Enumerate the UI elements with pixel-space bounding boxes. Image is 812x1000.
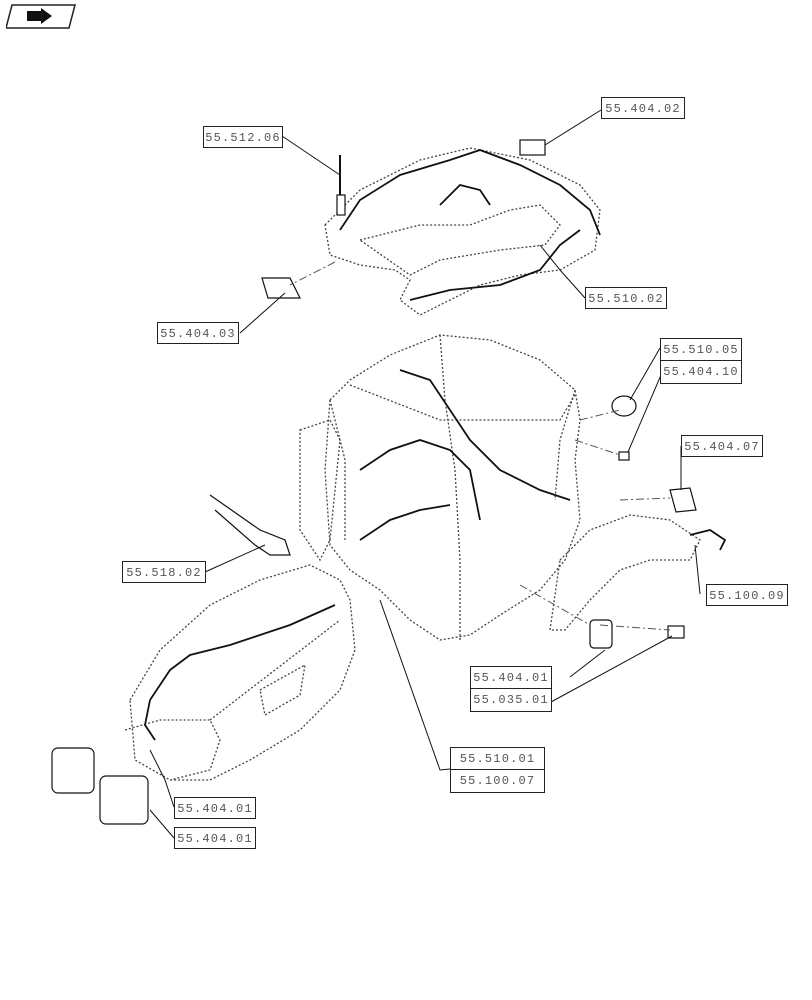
handle-cable xyxy=(209,494,291,556)
connector-10 xyxy=(618,451,630,461)
leader-lines xyxy=(149,109,701,839)
nav-next-button[interactable] xyxy=(6,4,76,29)
ref-label-55-404-01[interactable]: 55.404.01 xyxy=(471,667,551,689)
ref-label-55-404-10[interactable]: 55.404.10 xyxy=(661,361,741,383)
arrow-right-icon xyxy=(27,8,52,24)
ref-stack-horn: 55.510.05 55.404.10 xyxy=(660,338,742,384)
work-light-side xyxy=(669,487,697,513)
ref-label-55-510-01[interactable]: 55.510.01 xyxy=(451,748,544,770)
ref-label-55-404-02[interactable]: 55.404.02 xyxy=(601,97,685,119)
ref-label-55-100-07[interactable]: 55.100.07 xyxy=(451,770,544,792)
ref-label-55-404-07[interactable]: 55.404.07 xyxy=(681,435,763,457)
projection-lines xyxy=(289,261,671,631)
headlight-left xyxy=(51,747,95,794)
ref-label-55-510-05[interactable]: 55.510.05 xyxy=(661,339,741,361)
components xyxy=(51,139,697,825)
antenna-base xyxy=(336,194,346,216)
ref-label-55-510-02[interactable]: 55.510.02 xyxy=(585,287,667,309)
hood-outline xyxy=(129,564,356,781)
ref-label-55-035-01[interactable]: 55.035.01 xyxy=(471,689,551,711)
horn xyxy=(611,395,637,417)
diagram-outlines xyxy=(124,147,701,781)
wire-harness xyxy=(144,149,727,741)
work-light-rear xyxy=(261,277,301,299)
ref-label-55-404-01-headlight-right[interactable]: 55.404.01 xyxy=(174,827,256,849)
ref-stack-rear-lamp: 55.404.01 55.035.01 xyxy=(470,666,552,712)
headlight-right xyxy=(99,775,149,825)
ref-stack-main-harness: 55.510.01 55.100.07 xyxy=(450,747,545,793)
cab-roof-light xyxy=(519,139,546,156)
ref-label-55-512-06[interactable]: 55.512.06 xyxy=(203,126,283,148)
fender-outline xyxy=(549,514,701,631)
ref-label-55-404-01-headlight-left[interactable]: 55.404.01 xyxy=(174,797,256,819)
lamp-rear xyxy=(589,619,613,649)
cab-frame-outline xyxy=(324,334,581,641)
ref-label-55-404-03[interactable]: 55.404.03 xyxy=(157,322,239,344)
cab-roof-outline xyxy=(324,147,601,316)
ref-label-55-100-09[interactable]: 55.100.09 xyxy=(706,584,788,606)
ref-label-55-518-02[interactable]: 55.518.02 xyxy=(122,561,206,583)
socket xyxy=(667,625,685,639)
